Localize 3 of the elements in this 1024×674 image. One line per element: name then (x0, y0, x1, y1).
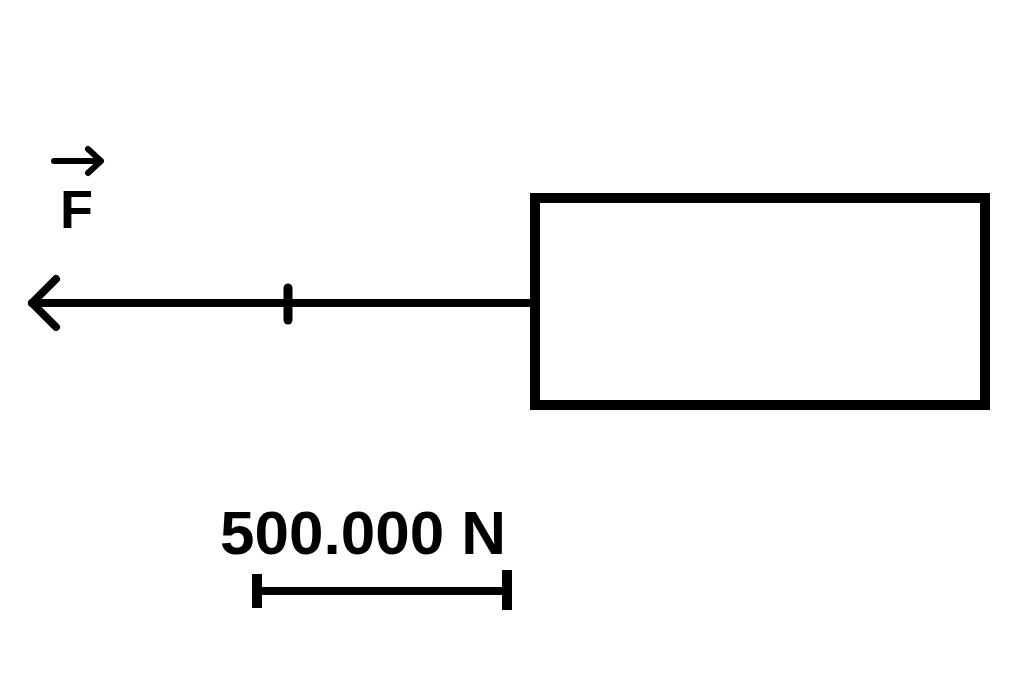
body-box (530, 193, 990, 410)
force-symbol: F (60, 182, 93, 236)
scale-label: 500.000 N (220, 502, 507, 564)
